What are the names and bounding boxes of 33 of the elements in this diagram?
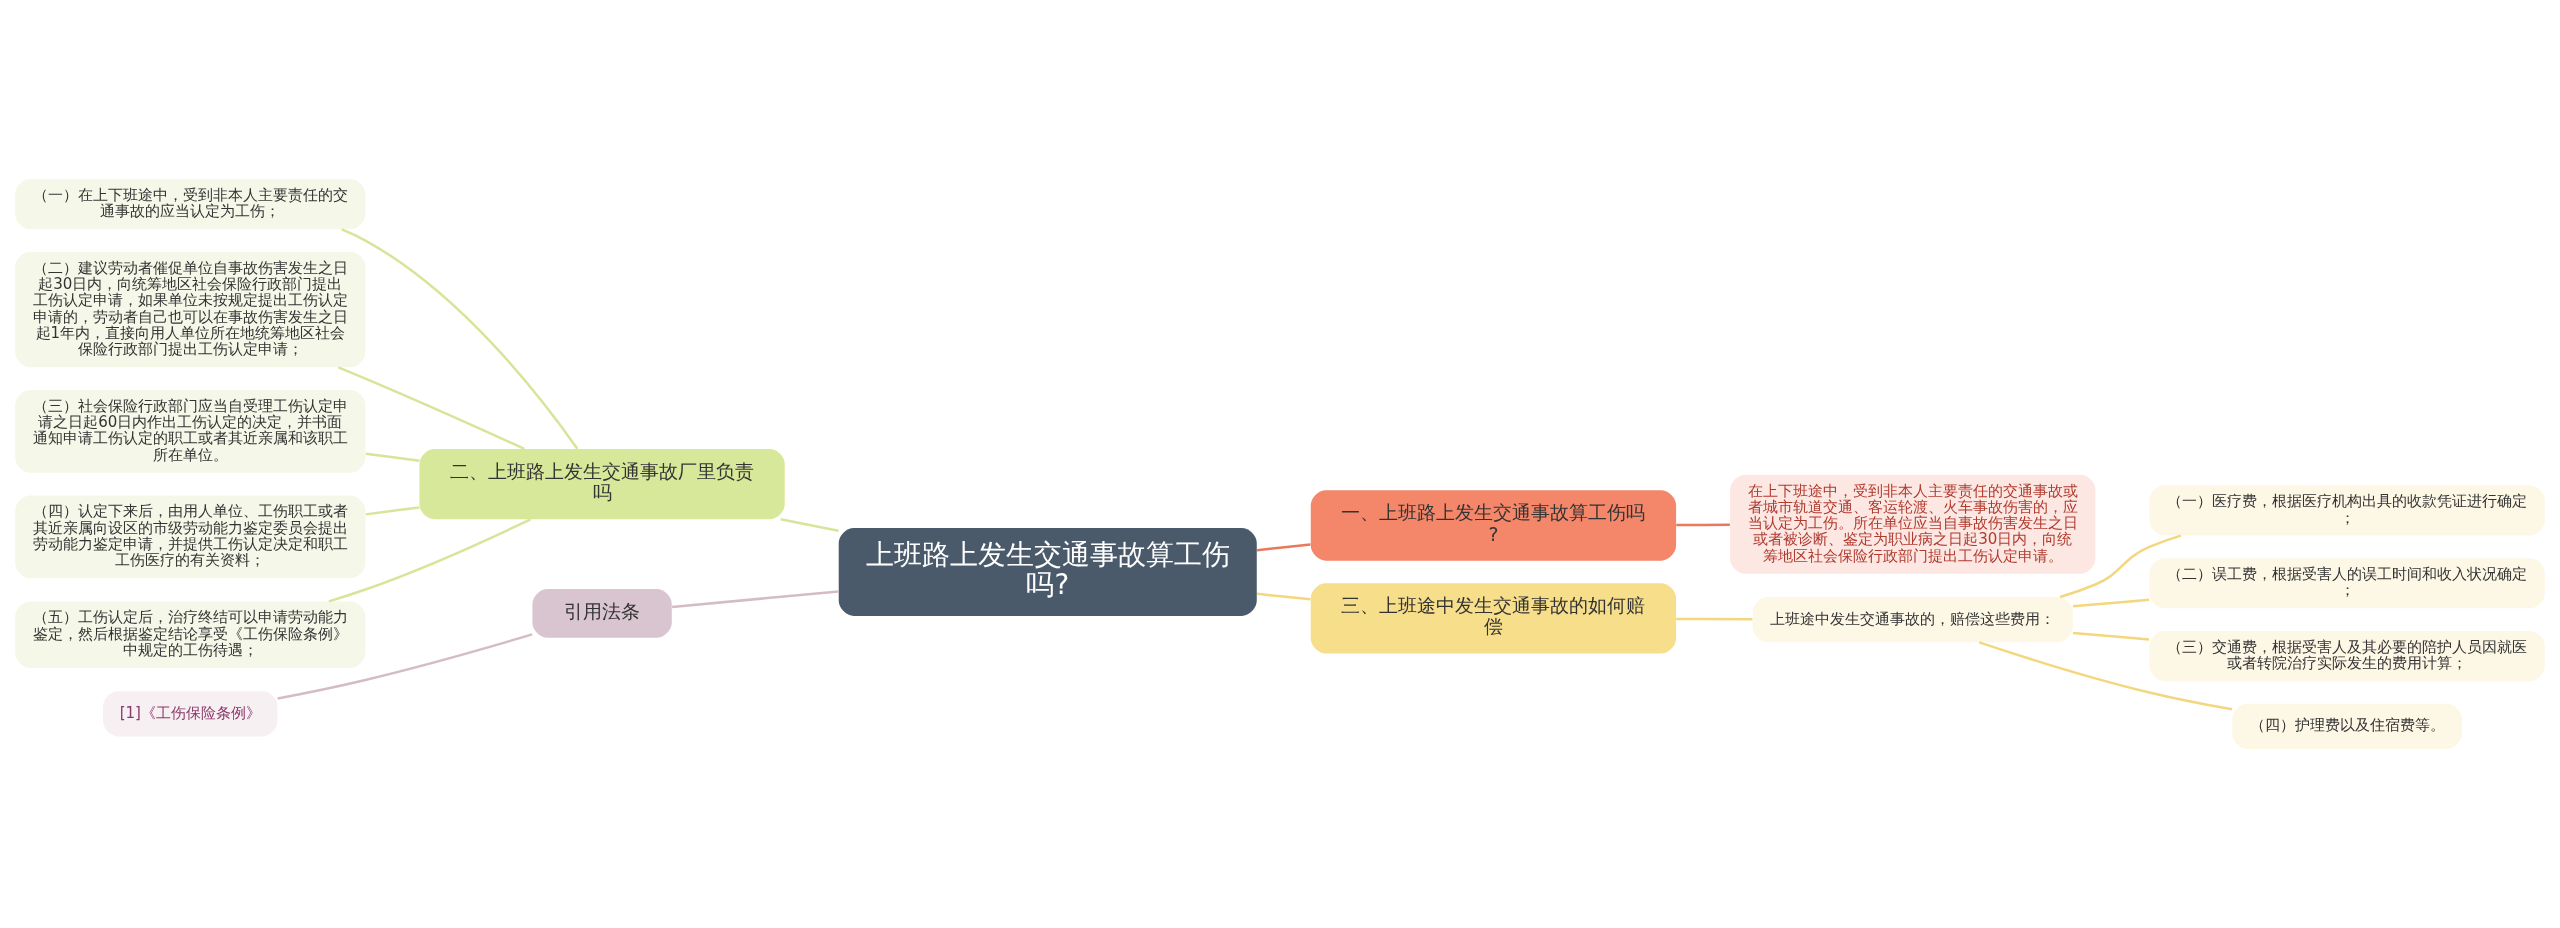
connector	[1978, 641, 2233, 711]
connector	[2059, 534, 2182, 599]
node-box: （三）社会保险行政部门应当自受理工伤认定申请之日起60日内作出工伤认定的决定，并书面通知申请工伤认定的职工或者其近亲属和该职工所在单位。	[15, 389, 366, 473]
node-box: 二、上班路上发生交通事故厂里负责吗	[419, 448, 785, 520]
node-box: 上班路上发生交通事故算工伤吗?	[838, 528, 1257, 616]
node-box: [1]《工伤保险条例》	[103, 691, 278, 737]
connector	[365, 452, 420, 462]
connector	[1676, 523, 1730, 527]
node-box: 三、上班途中发生交通事故的如何赔偿	[1310, 583, 1677, 654]
node-box: （四）护理费以及住宿费等。	[2232, 703, 2462, 749]
node-box: （一）医疗费，根据医疗机构出具的收款凭证进行确定；	[2149, 485, 2545, 536]
connector	[1256, 543, 1311, 552]
connector	[277, 633, 533, 700]
connector	[2072, 631, 2150, 641]
connector	[671, 590, 839, 609]
node-box: （二）建议劳动者催促单位自事故伤害发生之日起30日内，向统筹地区社会保险行政部门提出工伤认定申请，如果单位未按规定提出工伤认定申请的，劳动者自己也可以在事故伤害发生之日起1年内，直接向用人单位所在地统筹地区社会保险行政部门提出工伤认定申请；	[15, 251, 366, 368]
node-box: 在上下班途中，受到非本人主要责任的交通事故或者城市轨道交通、客运轮渡、火车事故伤害的，应当认定为工伤。所在单位应当自事故伤害发生之日或者被诊断、鉴定为职业病之日起30日内，向统筹地区社会保险行政部门提出工伤认定申请。	[1730, 474, 2096, 574]
node-box: （三）交通费，根据受害人及其必要的陪护人员因就医或者转院治疗实际发生的费用计算；	[2149, 630, 2545, 682]
connector	[1256, 592, 1311, 601]
node-box: （二）误工费，根据受害人的误工时间和收入状况确定；	[2149, 558, 2545, 609]
node-box: （四）认定下来后，由用人单位、工伤职工或者其近亲属向设区的市级劳动能力鉴定委员会提出劳动能力鉴定申请，并提供工伤认定决定和职工工伤医疗的有关资料；	[15, 495, 366, 579]
connector	[2072, 598, 2150, 608]
node-box: （五）工伤认定后，治疗终结可以申请劳动能力鉴定，然后根据鉴定结论享受《工伤保险条例》中规定的工伤待遇；	[15, 601, 366, 668]
connector	[780, 518, 839, 532]
connector	[337, 366, 525, 450]
connector	[1676, 617, 1753, 621]
connector	[341, 228, 579, 450]
connector	[328, 518, 532, 603]
node-box: 一、上班路上发生交通事故算工伤吗?	[1310, 490, 1677, 561]
node-box: （一）在上下班途中，受到非本人主要责任的交通事故的应当认定为工伤；	[15, 179, 366, 230]
connector	[365, 506, 420, 516]
node-box: 引用法条	[532, 588, 672, 638]
node-box: 上班途中发生交通事故的，赔偿这些费用：	[1752, 597, 2073, 643]
